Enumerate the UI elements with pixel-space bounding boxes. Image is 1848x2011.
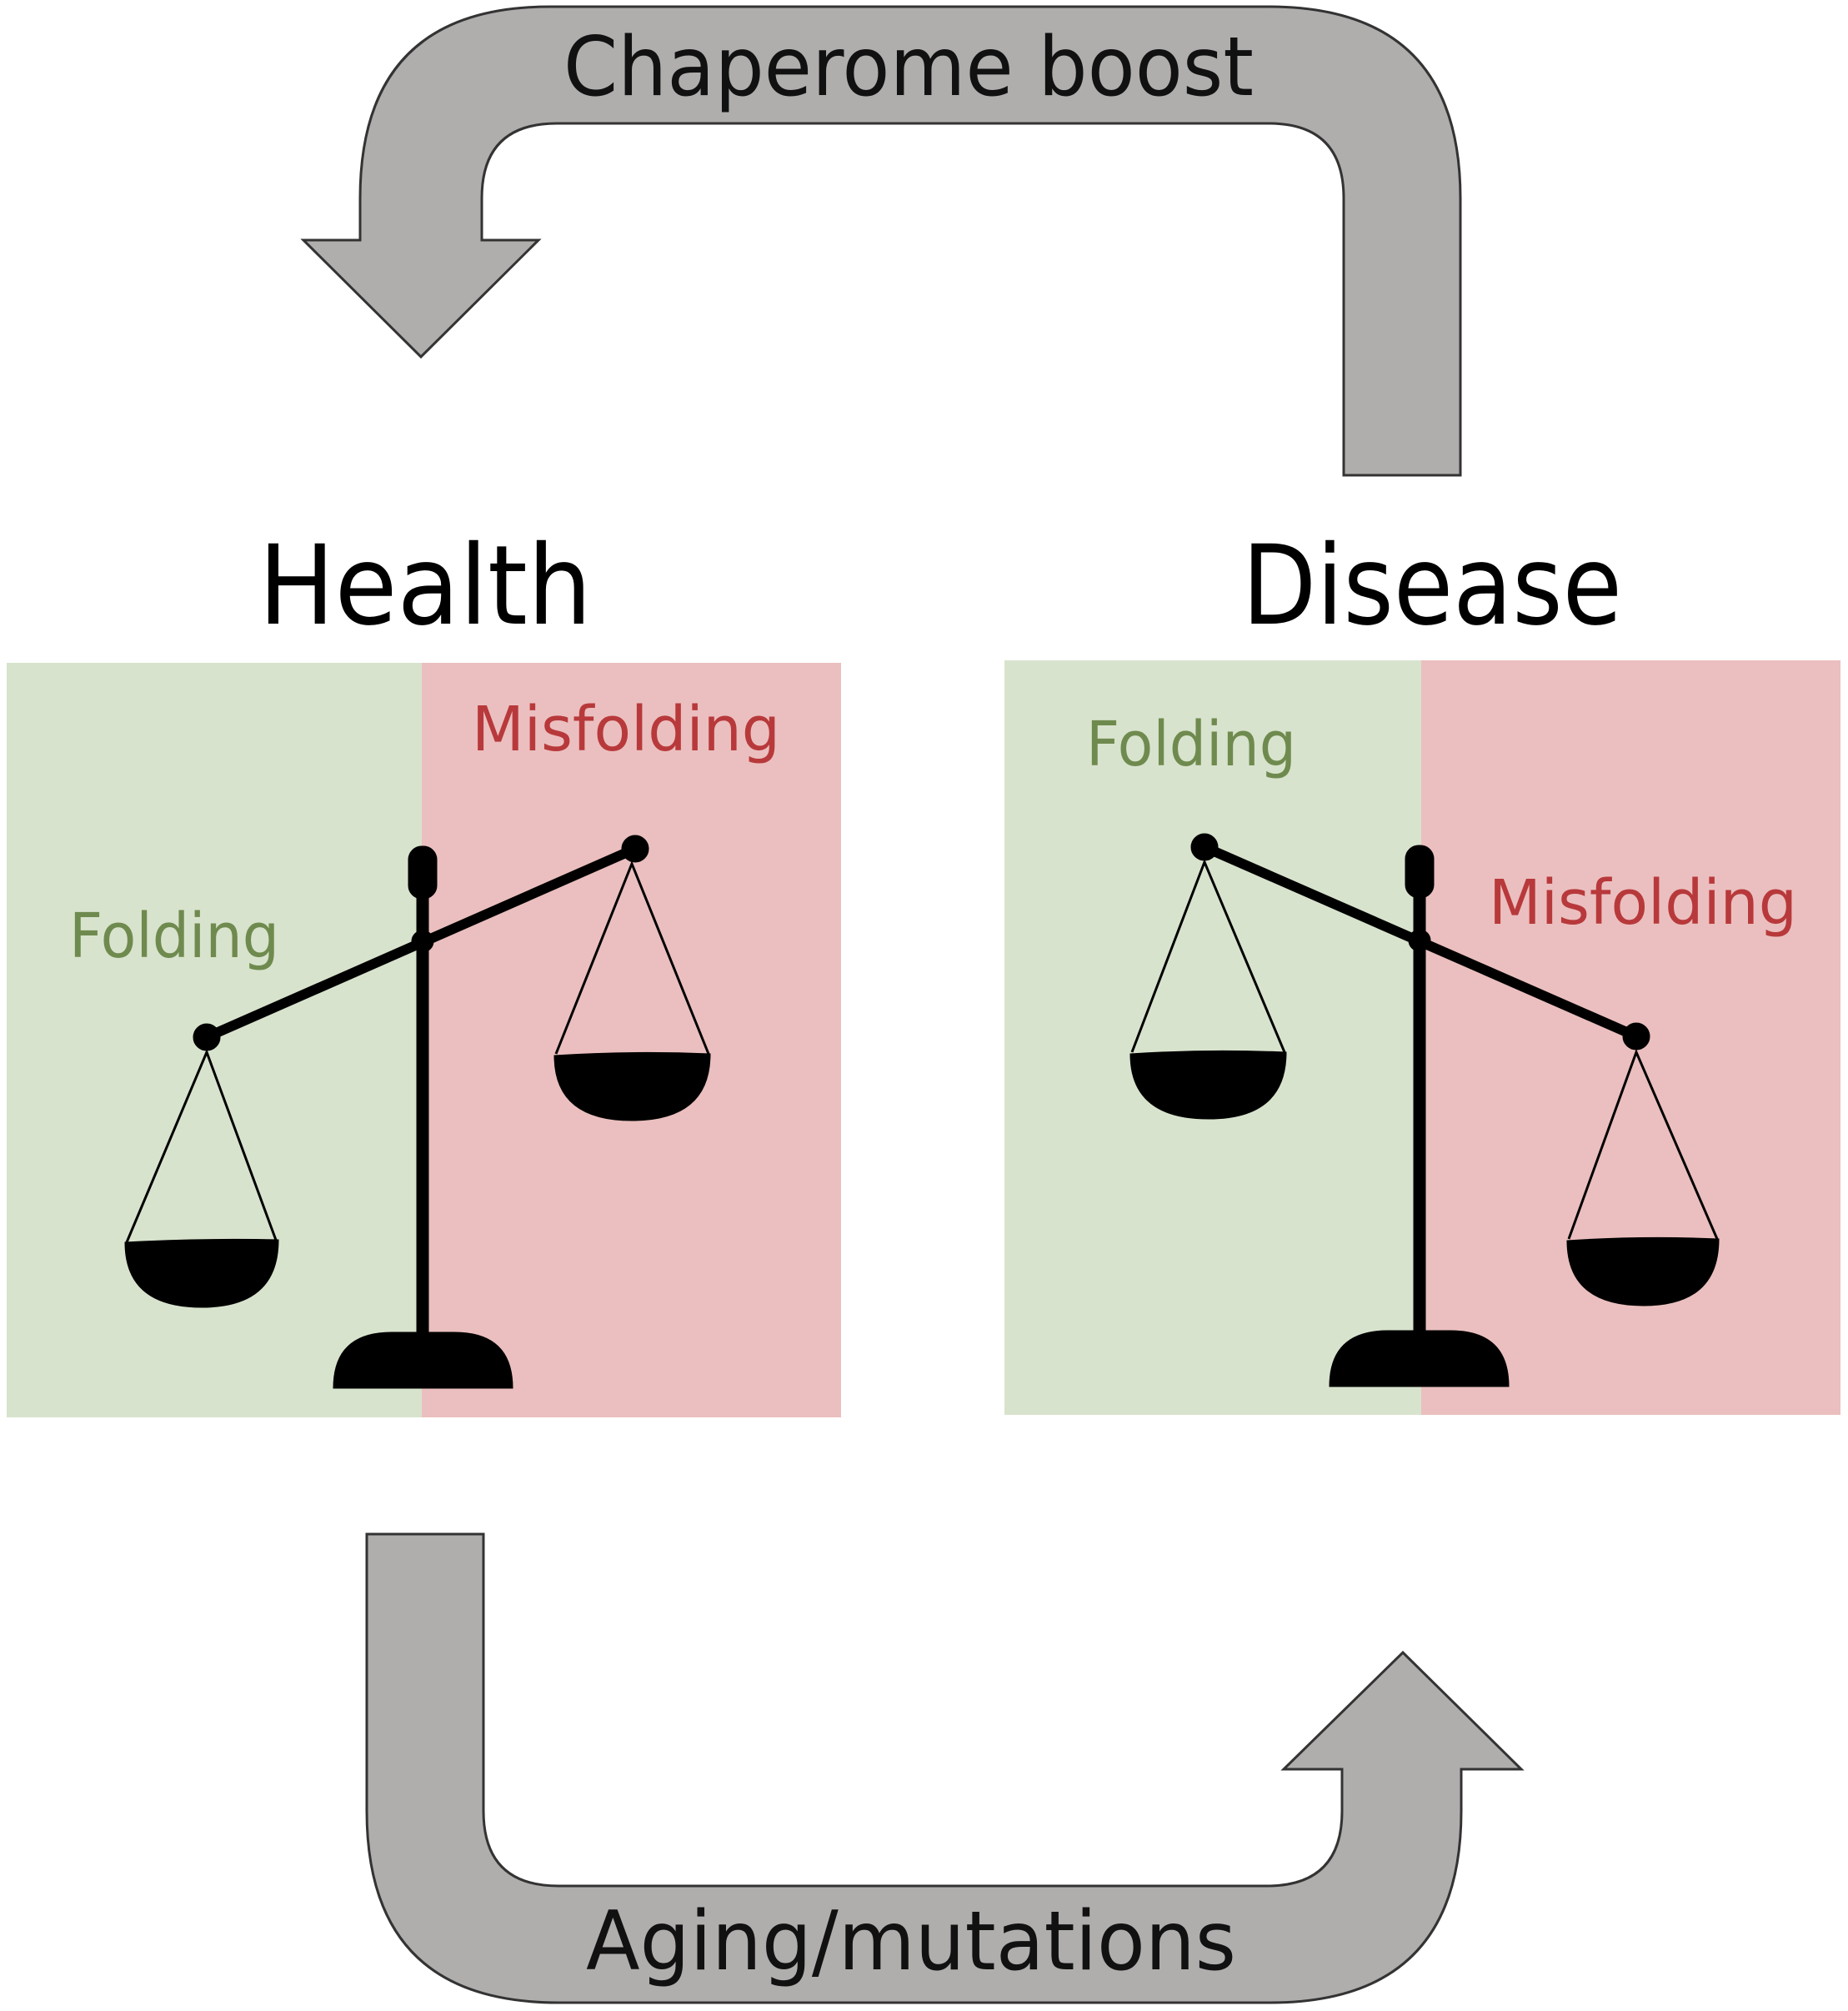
disease-scale-right-end: [1622, 1022, 1650, 1051]
aging-mutations-label: Aging/mutations: [586, 1894, 1236, 1989]
health-scale-post-top: [408, 845, 438, 900]
disease-scale-post-top: [1405, 845, 1435, 899]
disease-scale-left-end: [1190, 833, 1219, 861]
health-right-pan-strings: [554, 860, 710, 1055]
chaperome-boost-arrow: Chaperome boost: [300, 5, 1462, 477]
health-misfolding-background: [422, 663, 841, 1417]
chaperome-boost-arrow-shape: [300, 5, 1462, 477]
chaperome-boost-label: Chaperome boost: [563, 20, 1254, 115]
health-scale-left-end: [193, 1023, 221, 1051]
aging-mutations-arrow: Aging/mutations: [365, 1532, 1525, 2004]
disease-right-pan-strings: [1567, 1048, 1719, 1240]
disease-scale-pivot: [1408, 929, 1431, 952]
health-folding-label: Folding: [69, 900, 279, 972]
health-scale-base: [333, 1331, 513, 1389]
disease-balance-scale-icon: [1129, 833, 1720, 1387]
health-title: Health: [258, 522, 592, 650]
health-balance-scale-icon: [124, 835, 711, 1389]
health-scale-right-end: [621, 835, 649, 863]
disease-panel: Folding Misfolding: [1004, 660, 1840, 1415]
disease-scale-base: [1329, 1330, 1510, 1387]
health-left-pan: [124, 1238, 279, 1308]
disease-right-pan: [1566, 1236, 1720, 1306]
disease-folding-label: Folding: [1086, 709, 1296, 780]
disease-left-pan-strings: [1130, 858, 1286, 1053]
health-right-pan: [553, 1051, 711, 1121]
health-left-pan-strings: [125, 1048, 278, 1243]
disease-left-pan: [1129, 1050, 1287, 1120]
health-panel: Folding Misfolding: [7, 663, 841, 1417]
aging-mutations-arrow-shape: [365, 1532, 1525, 2004]
health-scale-pivot: [411, 930, 434, 953]
disease-misfolding-label: Misfolding: [1489, 867, 1797, 939]
disease-title: Disease: [1242, 522, 1622, 650]
disease-folding-background: [1004, 660, 1421, 1415]
health-misfolding-label: Misfolding: [472, 694, 780, 765]
